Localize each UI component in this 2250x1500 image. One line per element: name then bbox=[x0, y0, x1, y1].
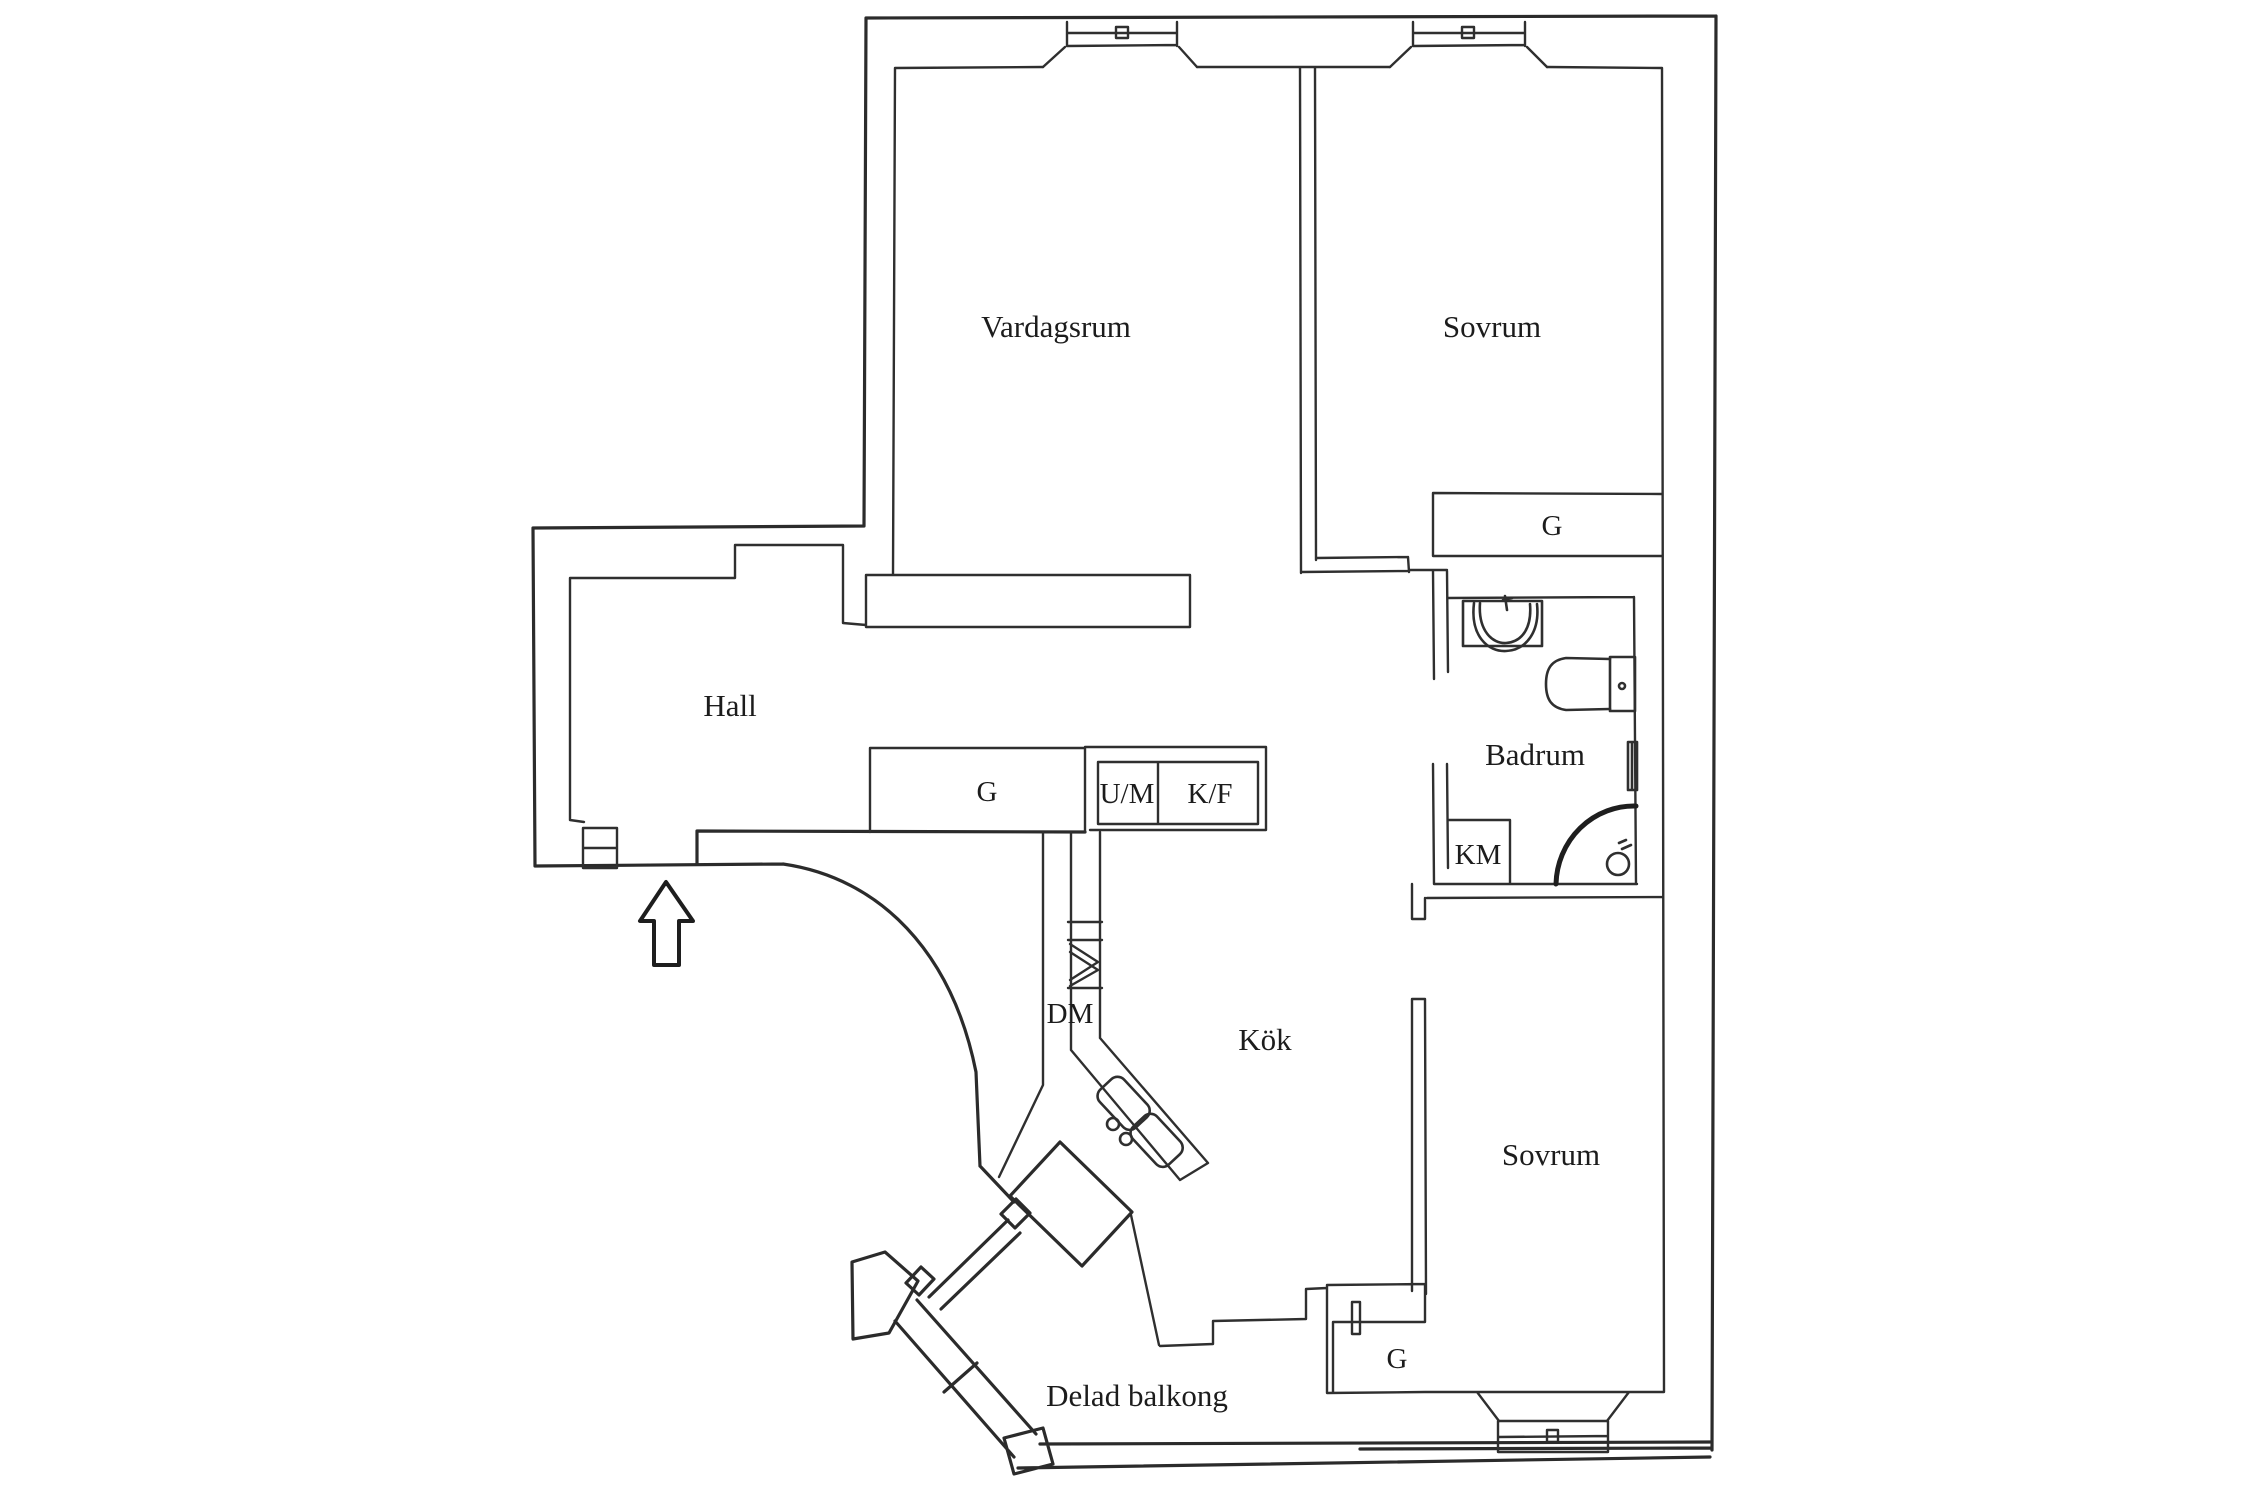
room-labels: Vardagsrum Sovrum Hall Badrum Kök Sovrum… bbox=[703, 309, 1600, 1413]
label-washer-dryer: U/M bbox=[1100, 778, 1155, 810]
kitchen-sink-icon bbox=[1096, 1075, 1185, 1169]
label-dishwasher: DM bbox=[1047, 998, 1094, 1030]
outer-walls bbox=[531, 14, 1718, 1452]
label-wardrobe-sovrum-top: G bbox=[1542, 510, 1563, 542]
room-label-badrum: Badrum bbox=[1485, 737, 1585, 772]
label-washing-machine: KM bbox=[1455, 839, 1502, 871]
wardrobe-top-box bbox=[1431, 491, 1664, 558]
room-label-sovrum-top: Sovrum bbox=[1443, 309, 1541, 344]
washing-machine-box bbox=[1446, 818, 1512, 885]
label-wardrobe-hall: G bbox=[977, 776, 998, 808]
room-label-kok: Kök bbox=[1238, 1022, 1292, 1057]
stove-icon bbox=[1066, 920, 1104, 990]
toilet-icon bbox=[1544, 655, 1637, 713]
room-label-hall: Hall bbox=[703, 688, 756, 723]
inner-walls bbox=[568, 65, 1666, 1423]
label-fridge-freezer: K/F bbox=[1187, 778, 1232, 810]
kitchen-counter bbox=[997, 830, 1210, 1182]
entry-door-icon bbox=[581, 826, 619, 870]
bathroom-sink-icon bbox=[1461, 594, 1544, 653]
room-label-vardagsrum: Vardagsrum bbox=[981, 309, 1131, 344]
label-wardrobe-sovrum-bottom: G bbox=[1387, 1343, 1408, 1375]
room-label-sovrum-bottom: Sovrum bbox=[1502, 1137, 1600, 1172]
balcony-walls bbox=[850, 1140, 1712, 1476]
window-vardagsrum-icon bbox=[1041, 20, 1199, 69]
window-sovrum-top-icon bbox=[1388, 20, 1549, 69]
fixture-labels: G G U/M K/F KM DM G bbox=[977, 510, 1563, 1375]
entrance-arrow-icon bbox=[638, 880, 695, 967]
room-label-delad-balkong: Delad balkong bbox=[1046, 1378, 1228, 1413]
closet-row bbox=[868, 745, 1268, 834]
shower-screen-icon bbox=[1553, 740, 1639, 887]
